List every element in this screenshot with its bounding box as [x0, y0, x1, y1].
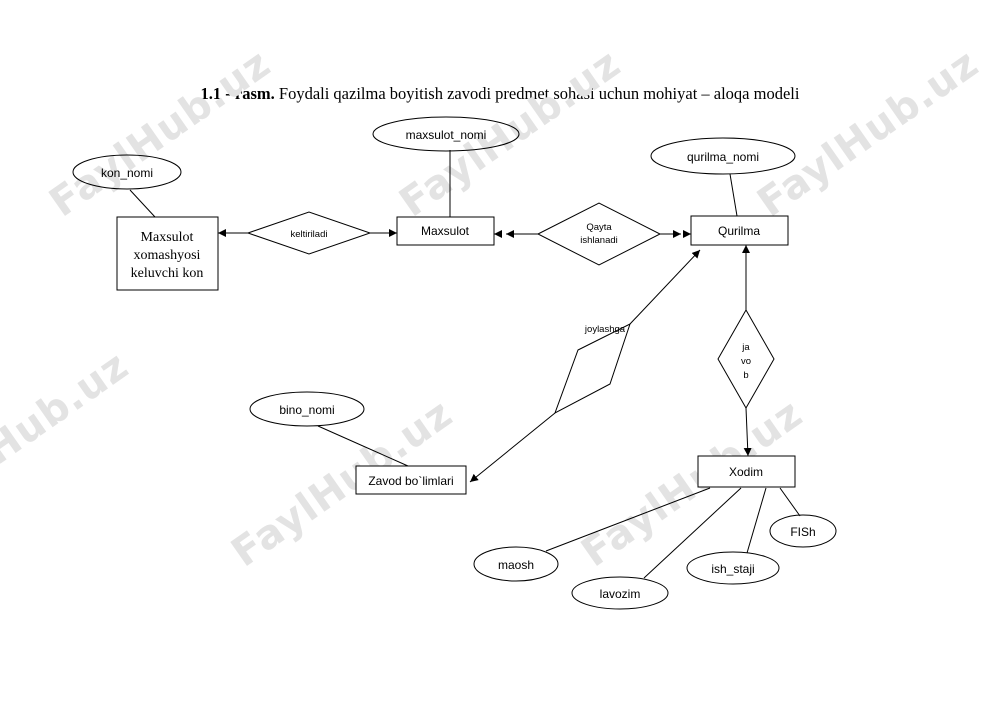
attr-bino-nomi-ellipse: [249, 391, 365, 427]
rel-joylashga-shape: [554, 323, 631, 415]
attr-kon-nomi-label: kon_nomi: [101, 166, 153, 180]
attr-fish-ellipse: [769, 514, 837, 548]
watermark-4: FaylHub.uz: [0, 342, 137, 528]
entity-qurilma-rect: [690, 215, 789, 246]
watermark-3: FaylHub.uz: [749, 40, 987, 226]
rel-javob-label-1: ja: [741, 342, 750, 353]
entity-maxsulot-label: Maxsulot: [421, 224, 470, 238]
edge-javob-xodim: [743, 407, 752, 457]
rel-keltiriladi-label: keltiriladi: [291, 229, 328, 240]
attr-ish-staji-label: ish_staji: [711, 562, 754, 576]
attr-ish-staji-ellipse: [686, 551, 780, 585]
entity-kon-label-3: keluvchi kon: [131, 266, 204, 281]
line-lavozim: [643, 487, 742, 579]
entity-xodim-label: Xodim: [729, 465, 763, 479]
attr-bino-nomi-label: bino_nomi: [279, 403, 334, 417]
attr-kon-nomi-ellipse: [72, 154, 182, 190]
rel-javob-label-2: vo: [741, 356, 751, 367]
attr-qurilma-nomi-ellipse: [650, 137, 796, 175]
line-zavod-attr: [317, 425, 409, 467]
line-ish-staji: [746, 487, 767, 554]
attr-fish-label: FISh: [790, 525, 815, 539]
attr-maosh-ellipse: [473, 546, 559, 582]
attr-lavozim-label: lavozim: [600, 587, 641, 601]
attr-qurilma-nomi-label: qurilma_nomi: [687, 150, 759, 164]
line-qurilma-attr: [729, 173, 738, 217]
attr-maxsulot-nomi-label: maxsulot_nomi: [406, 128, 487, 142]
line-maosh: [545, 487, 711, 552]
watermark-1: FaylHub.uz: [41, 40, 279, 226]
caption-text: Foydali qazilma boyitish zavodi predmet …: [278, 84, 800, 103]
entity-kon-rect: [116, 216, 219, 291]
edge-joylashga-zavod: [469, 412, 556, 483]
rel-qayta-label-1: Qayta: [586, 222, 612, 233]
entity-maxsulot-rect: [396, 216, 495, 246]
attr-maosh-label: maosh: [498, 558, 534, 572]
rel-javob-diamond: [717, 308, 775, 410]
rel-joylashga-label: joylashga: [584, 324, 626, 335]
edge-joylashga-qurilma: [629, 249, 701, 325]
rel-qayta-label-2: ishlanadi: [580, 235, 618, 246]
attr-lavozim-ellipse: [571, 576, 669, 610]
rel-javob-label-3: b: [743, 370, 748, 381]
entity-kon-label-1: Maxsulot: [141, 230, 194, 245]
entity-zavod-label: Zavod bo`limlari: [368, 474, 453, 488]
entity-kon-label-2: xomashyosi: [134, 248, 201, 263]
rel-keltiriladi-diamond: [246, 211, 372, 255]
attr-maxsulot-nomi-ellipse: [372, 116, 520, 152]
entity-zavod-rect: [355, 465, 467, 495]
line-fish: [779, 487, 801, 517]
caption-prefix: 1.1 - rasm.: [200, 84, 275, 103]
entity-qurilma-label: Qurilma: [718, 224, 760, 238]
figure-caption: 1.1 - rasm. Foydali qazilma boyitish zav…: [0, 84, 1000, 104]
entity-xodim-rect: [697, 455, 796, 488]
line-kon-attr: [129, 189, 156, 218]
rel-qayta-diamond: [536, 202, 662, 266]
